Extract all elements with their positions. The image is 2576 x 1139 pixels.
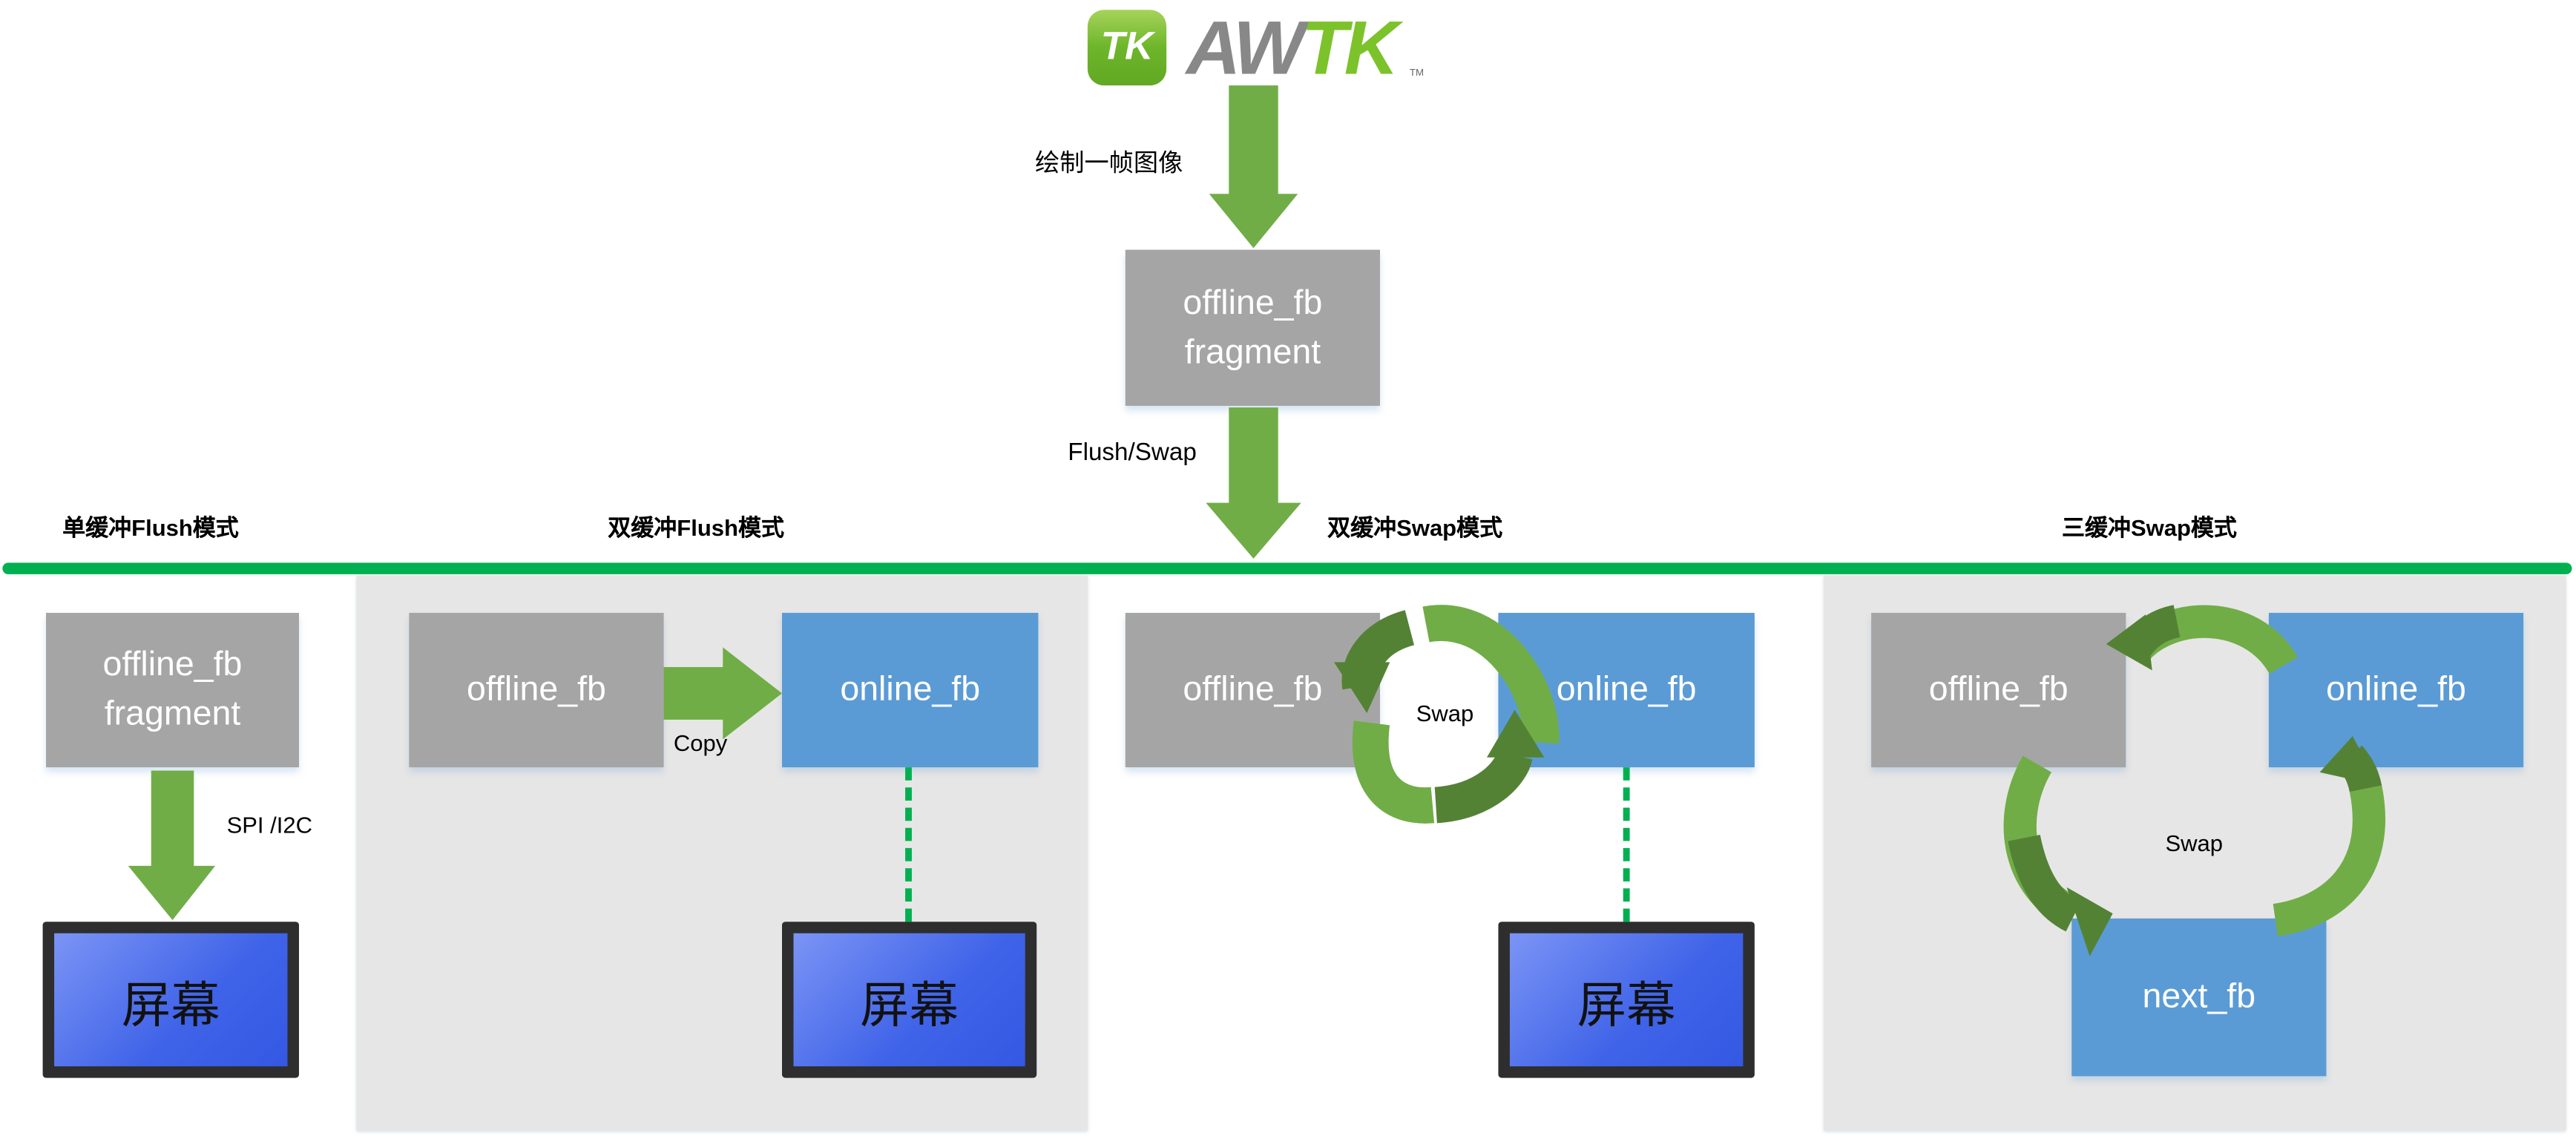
- triple-next-fb: next_fb: [2071, 918, 2327, 1077]
- tk-icon: TK: [1087, 10, 1167, 86]
- section-title-double-flush: 双缓冲Flush模式: [608, 514, 784, 541]
- swap-label: Swap: [1416, 700, 1474, 726]
- spi-i2c-label: SPI /I2C: [226, 811, 313, 838]
- triple-swap-label: Swap: [2165, 830, 2224, 856]
- screen-label: 屏幕: [1509, 933, 1744, 1067]
- down-arrow-draw: [1209, 85, 1298, 249]
- draw-frame-label: 绘制一帧图像: [1035, 149, 1183, 178]
- section-title-double-swap: 双缓冲Swap模式: [1327, 514, 1503, 541]
- dotted-connector: [1623, 767, 1630, 922]
- box-line: offline_fb: [1183, 283, 1323, 321]
- awtk-logo: TK AWTK TM: [1087, 4, 1433, 91]
- screen-double-swap: 屏幕: [1498, 922, 1755, 1078]
- screen-double-flush: 屏幕: [782, 922, 1037, 1078]
- box-line: offline_fb: [102, 646, 243, 684]
- right-arrow-copy: [663, 647, 783, 740]
- down-arrow-flush: [1206, 407, 1301, 559]
- triple-offline-fb: offline_fb: [1871, 612, 2126, 768]
- dotted-connector: [905, 767, 912, 922]
- double-flush-offline-fb: offline_fb: [409, 612, 664, 768]
- box-line: fragment: [1184, 332, 1321, 371]
- flush-swap-label: Flush/Swap: [1068, 439, 1197, 467]
- double-flush-online-fb: online_fb: [782, 612, 1039, 768]
- top-offline-fb-fragment: offline_fb fragment: [1125, 249, 1381, 406]
- down-arrow-spi: [128, 770, 216, 921]
- section-title-triple-swap: 三缓冲Swap模式: [2061, 514, 2237, 541]
- box-label: online_fb: [1556, 670, 1697, 709]
- copy-label: Copy: [673, 729, 728, 756]
- single-offline-fb-fragment: offline_fb fragment: [46, 612, 300, 768]
- double-swap-offline-fb: offline_fb: [1125, 612, 1381, 768]
- box-label: offline_fb: [1183, 670, 1323, 709]
- triple-online-fb: online_fb: [2268, 612, 2524, 768]
- screen-single: 屏幕: [42, 922, 300, 1078]
- box-line: fragment: [104, 695, 241, 733]
- brand-text: AW: [1186, 4, 1305, 91]
- triple-swap-cycle-icon: [2003, 605, 2385, 956]
- screen-label: 屏幕: [793, 933, 1025, 1067]
- swap-cycle-icon: [1334, 605, 1560, 824]
- section-title-single-flush: 单缓冲Flush模式: [62, 514, 239, 541]
- screen-label: 屏幕: [54, 933, 288, 1067]
- trademark: TM: [1409, 69, 1425, 79]
